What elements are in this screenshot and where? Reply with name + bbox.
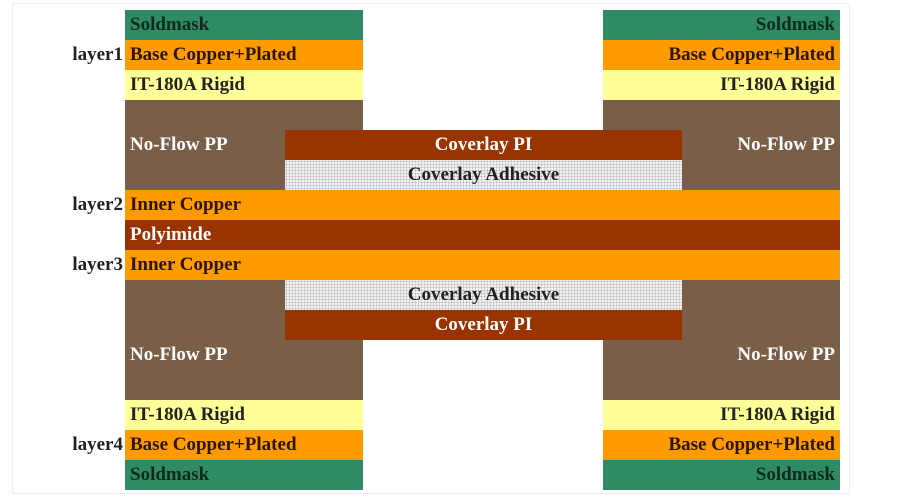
right-bottom-rigid: IT-180A Rigid <box>603 400 840 430</box>
upper-coverlay-adhesive: Coverlay Adhesive <box>285 160 682 190</box>
right-top-rigid: IT-180A Rigid <box>603 70 840 100</box>
left-bottom-base-copper: Base Copper+Plated <box>125 430 363 460</box>
left-top-rigid: IT-180A Rigid <box>125 70 363 100</box>
left-bottom-soldmask: Soldmask <box>125 460 363 490</box>
inner-copper-layer3: Inner Copper <box>125 250 840 280</box>
figure-frame <box>12 3 850 494</box>
polyimide-core: Polyimide <box>125 220 840 250</box>
layer-label-4: layer4 <box>72 434 123 455</box>
left-bottom-rigid: IT-180A Rigid <box>125 400 363 430</box>
layer-label-1: layer1 <box>72 44 123 65</box>
left-top-soldmask: Soldmask <box>125 10 363 40</box>
left-top-base-copper: Base Copper+Plated <box>125 40 363 70</box>
right-bottom-base-copper: Base Copper+Plated <box>603 430 840 460</box>
lower-coverlay-adhesive: Coverlay Adhesive <box>285 280 682 310</box>
lower-coverlay-pi: Coverlay PI <box>285 310 682 340</box>
layer-label-3: layer3 <box>72 254 123 275</box>
right-top-base-copper: Base Copper+Plated <box>603 40 840 70</box>
right-bottom-soldmask: Soldmask <box>603 460 840 490</box>
layer-label-2: layer2 <box>72 194 123 215</box>
right-top-soldmask: Soldmask <box>603 10 840 40</box>
inner-copper-layer2: Inner Copper <box>125 190 840 220</box>
upper-coverlay-pi: Coverlay PI <box>285 130 682 160</box>
